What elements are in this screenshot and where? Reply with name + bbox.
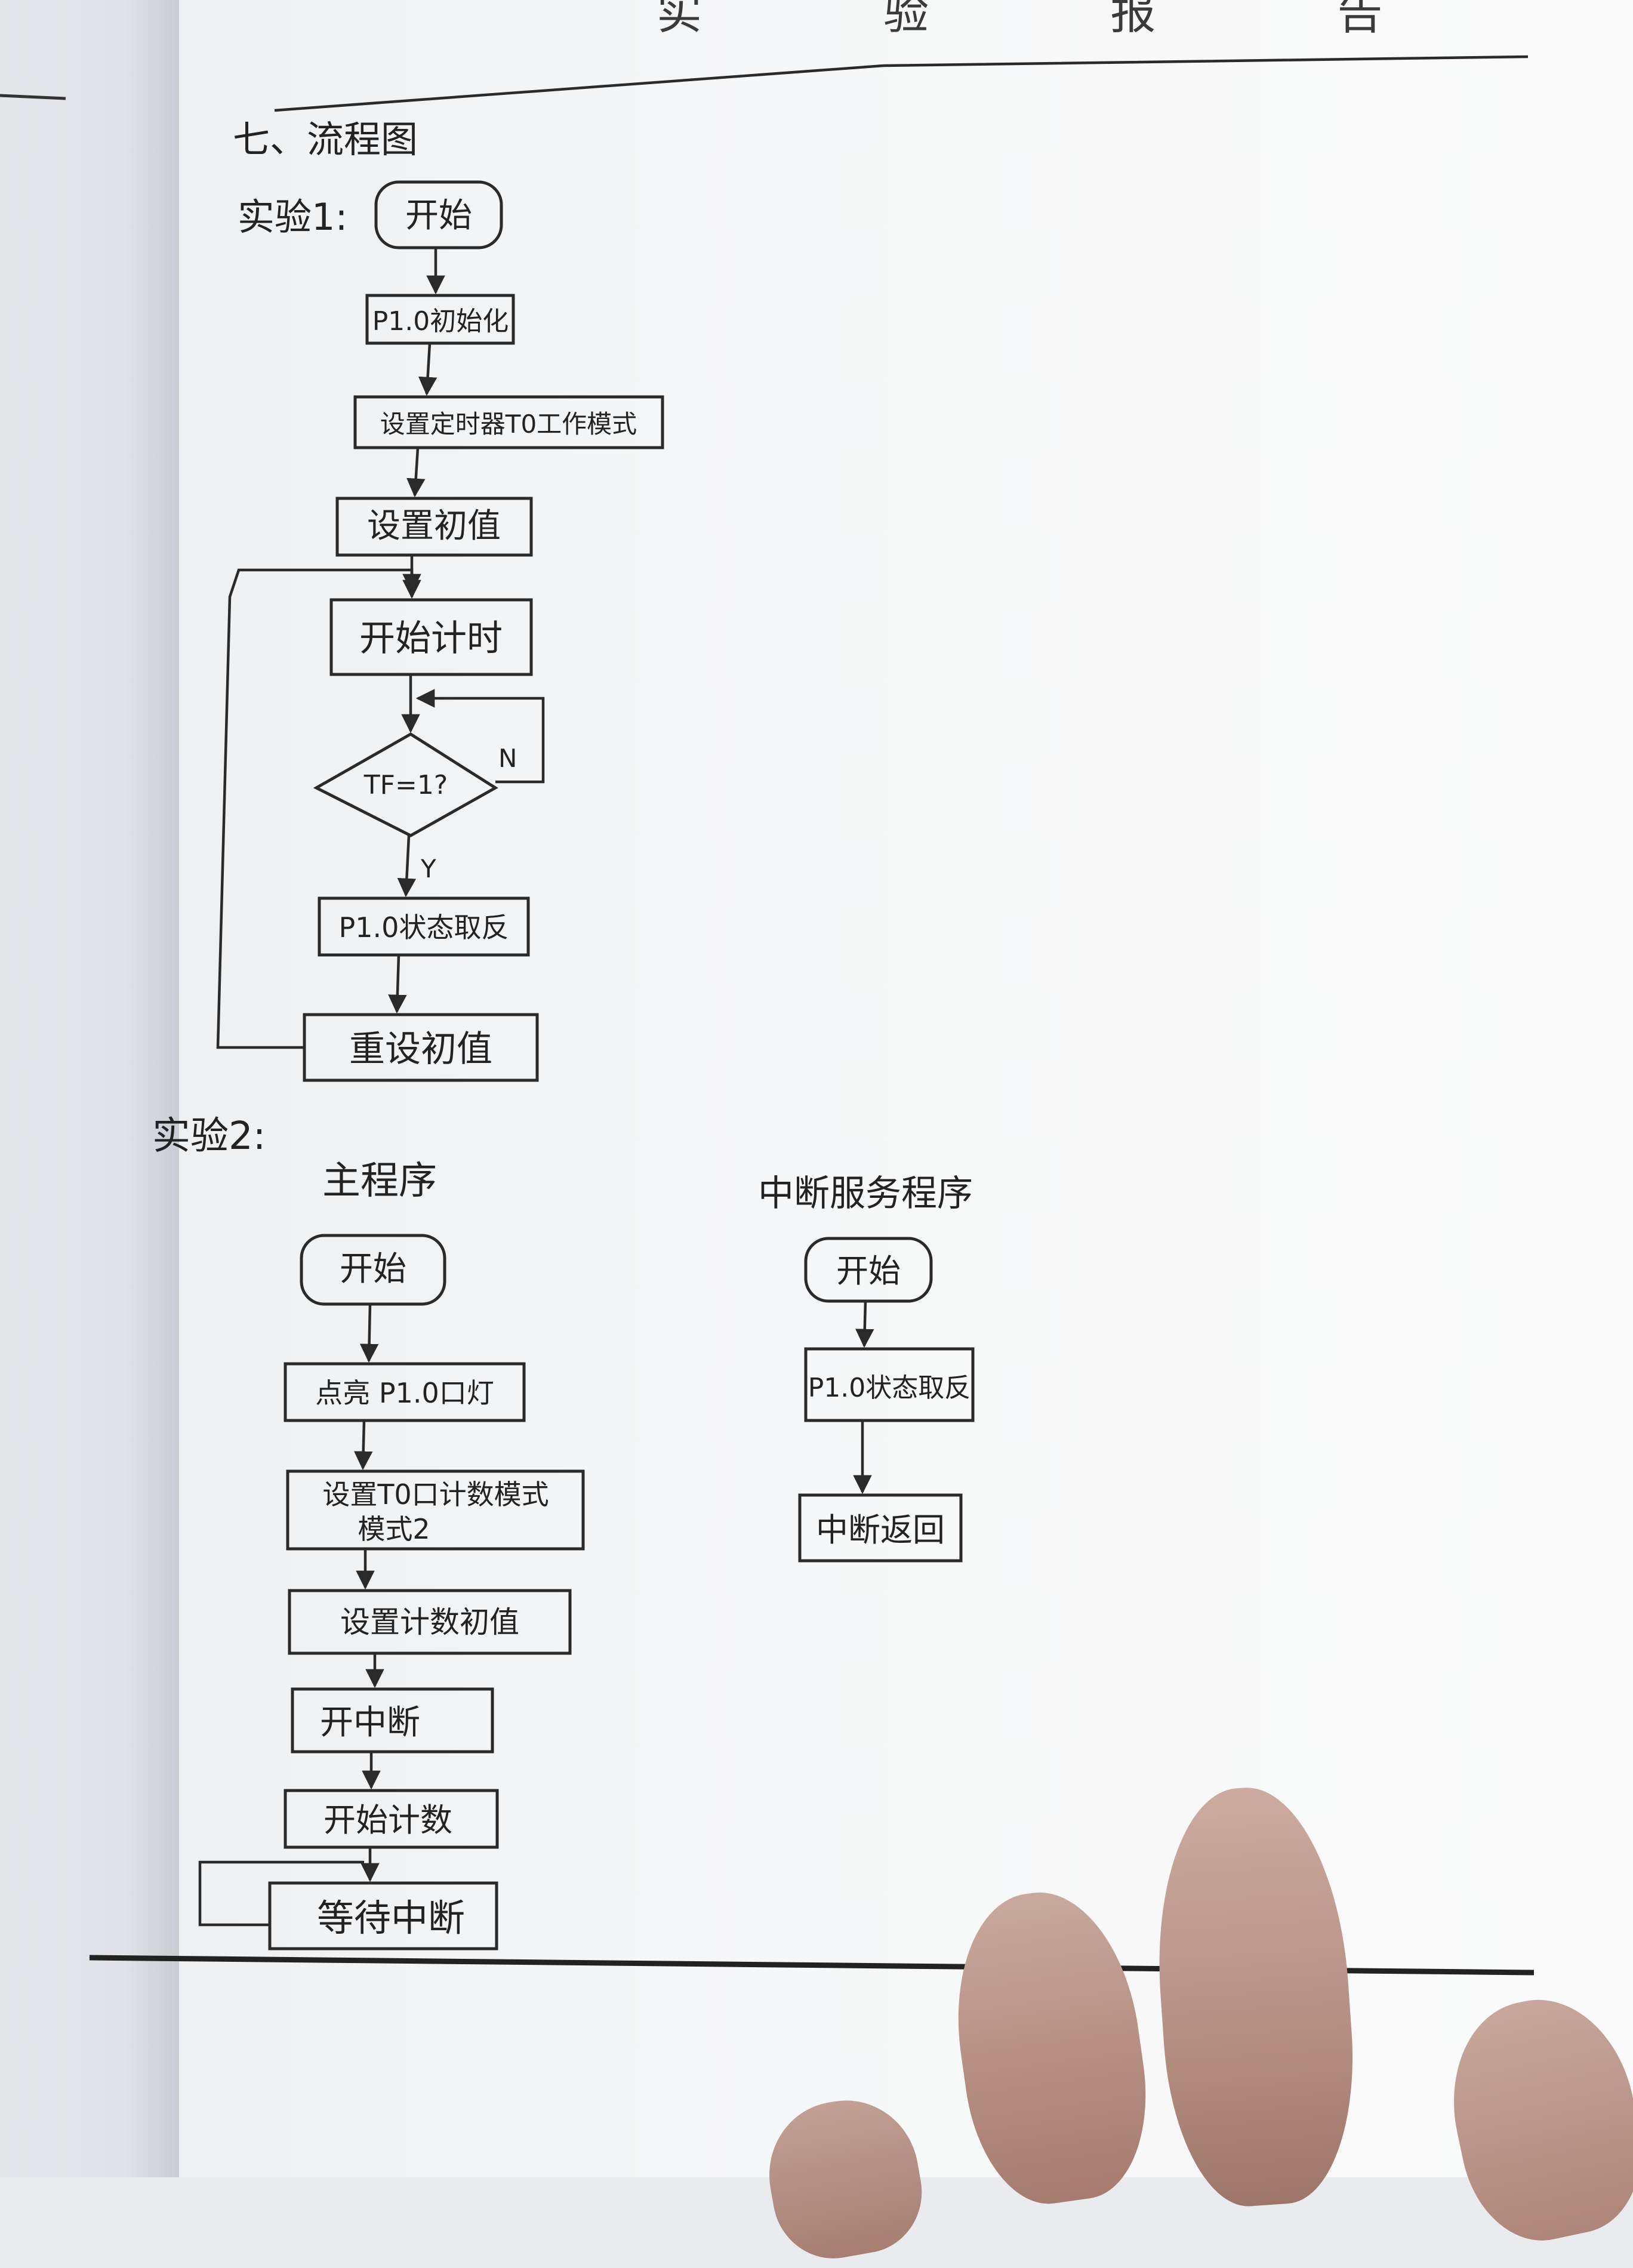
exp2-main-step2-line2: 模式2 — [358, 1513, 430, 1545]
exp1-step5-box — [318, 896, 530, 957]
exp1-step5-text: P1.0状态取反 — [339, 911, 509, 944]
exp2-main-flowchart: 主程序 开始 点亮 P1.0口灯 设置T0口计数模式 模式2 设置计数初值 开中… — [198, 1159, 585, 1950]
exp2-isr-step1-text: P1.0状态取反 — [808, 1373, 971, 1403]
exp1-step6-text: 重设初值 — [349, 1028, 492, 1070]
exp2-main-step1-box — [284, 1362, 526, 1422]
exp2-main-wait-loop — [198, 1860, 364, 1927]
exp1-step1-text: P1.0初始化 — [372, 306, 509, 337]
exp2-main-step6-text: 等待中断 — [317, 1896, 465, 1940]
exp1-yes-label: Y — [420, 854, 436, 883]
exp2-main-step5-text: 开始计数 — [323, 1801, 452, 1839]
exp2-main-step4-box — [291, 1687, 494, 1754]
exp1-step2-box — [353, 395, 664, 449]
exp1-return-loop — [216, 568, 421, 1049]
exp2-main-step3-box — [288, 1589, 572, 1655]
exp2-isr-start-node — [804, 1237, 933, 1303]
exp2-main-step4-text: 开中断 — [320, 1703, 420, 1742]
exp2-main-start-node — [300, 1234, 446, 1306]
exp1-step2-text: 设置定时器T0工作模式 — [380, 409, 637, 439]
exp2-main-step5-box — [284, 1789, 499, 1849]
exp2-main-step3-text: 设置计数初值 — [340, 1605, 519, 1640]
top-rule — [274, 55, 1529, 112]
exp1-no-loop — [415, 689, 545, 784]
exp2-main-step6-box — [268, 1881, 498, 1950]
exp2-main-step1-text: 点亮 P1.0口灯 — [315, 1377, 494, 1409]
exp2-isr-step2-text: 中断返回 — [816, 1511, 945, 1549]
exp2-label: 实验2: — [152, 1114, 266, 1158]
exp1-start-text: 开始 — [405, 196, 472, 235]
exp2-main-title: 主程序 — [322, 1159, 437, 1203]
left-page-rule — [0, 94, 66, 100]
exp1-step4-box — [329, 598, 533, 676]
exp1-step3-text: 设置初值 — [367, 507, 501, 546]
exp1-step3-box — [335, 497, 533, 557]
section-label: 七、流程图 — [233, 118, 418, 161]
left-page — [0, 0, 179, 2177]
exp2-isr-start-text: 开始 — [836, 1252, 901, 1290]
exp2-isr-step1-box — [804, 1347, 975, 1422]
exp1-no-label: N — [498, 744, 517, 773]
exp1-flowchart: 开始 P1.0初始化 设置定时器T0工作模式 设置初值 开始计时 TF=1? N… — [216, 180, 664, 1082]
exp2-isr-step2-box — [798, 1493, 963, 1563]
exp2-main-step2-line1: 设置T0口计数模式 — [322, 1478, 549, 1511]
exp1-decision-text: TF=1? — [363, 770, 448, 800]
exp2-main-step2-box — [286, 1469, 585, 1551]
exp2-isr-flowchart: 中断服务程序 开始 P1.0状态取反 中断返回 — [758, 1173, 975, 1563]
exp2-isr-title: 中断服务程序 — [758, 1173, 973, 1215]
exp2-main-start-text: 开始 — [340, 1250, 406, 1289]
exp1-step1-box — [365, 294, 515, 345]
report-page — [179, 0, 1633, 2177]
exp1-step4-text: 开始计时 — [359, 618, 503, 660]
exp1-decision-node — [313, 732, 498, 837]
exp1-label: 实验1: — [238, 195, 347, 239]
flowchart-canvas: 七、流程图 实验1: 开始 P1.0初始化 设置定时器T0工作模式 设置初值 开… — [0, 55, 1535, 1976]
exp1-start-node — [374, 180, 503, 249]
